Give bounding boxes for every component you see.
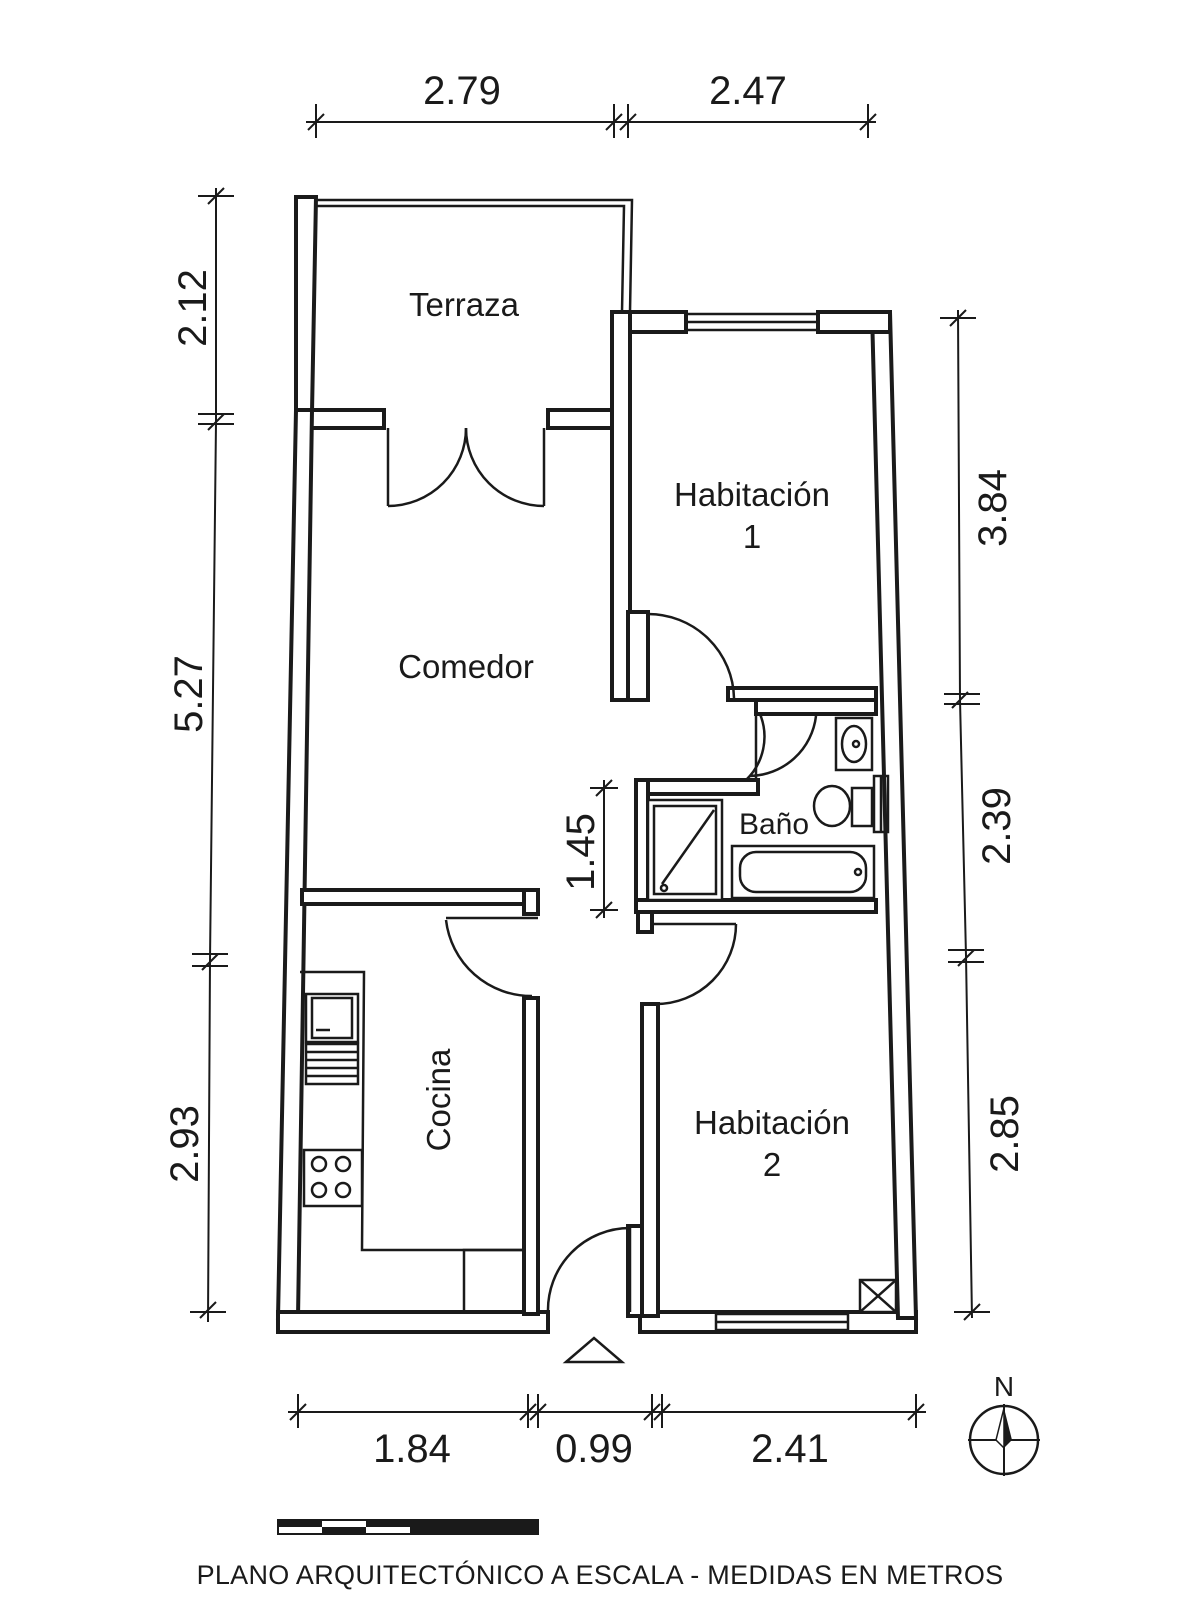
dim-left-comedor: 5.27: [167, 655, 211, 733]
dim-right-bano: 2.39: [975, 787, 1019, 865]
dim-inner-bano: 1.45: [559, 813, 603, 891]
kitchen-fixtures: [300, 970, 526, 1314]
dim-top-left: 2.79: [423, 69, 501, 113]
dim-left-terraza: 2.12: [171, 269, 215, 347]
walls: [275, 195, 919, 1334]
room-label-terraza: Terraza: [409, 286, 520, 323]
doors: [386, 427, 818, 1313]
stove-icon: [302, 1148, 364, 1208]
dim-bottom-hab2: 2.41: [751, 1427, 829, 1471]
room-label-cocina: Cocina: [420, 1048, 457, 1151]
dim-right-hab2: 2.85: [983, 1095, 1027, 1173]
room-label-habitacion-2-line1: Habitación: [694, 1104, 850, 1141]
dim-top-right: 2.47: [709, 69, 787, 113]
dim-bottom-entrada: 0.99: [555, 1427, 633, 1471]
bathtub-icon: [730, 844, 876, 900]
dim-right-hab1: 3.84: [971, 469, 1015, 547]
duct-icon: [858, 1278, 898, 1314]
dim-left-cocina: 2.93: [163, 1105, 207, 1183]
entrance-arrow-icon: [562, 1336, 626, 1364]
room-label-comedor: Comedor: [398, 648, 534, 685]
room-label-habitacion-2-line2: 2: [763, 1146, 781, 1183]
toilet-icon: [812, 784, 852, 828]
scale-bar: [277, 1519, 539, 1535]
windows: [684, 312, 890, 1332]
footer-caption: PLANO ARQUITECTÓNICO A ESCALA - MEDIDAS …: [197, 1559, 1004, 1590]
dim-bottom-cocina: 1.84: [373, 1427, 451, 1471]
room-label-habitacion-1-line1: Habitación: [674, 476, 830, 513]
room-label-bano: Baño: [739, 808, 809, 841]
compass-icon: [968, 1404, 1040, 1476]
dimension-lines: [190, 104, 990, 1428]
bathroom-fixtures: [646, 716, 876, 902]
compass-label: N: [994, 1371, 1014, 1402]
room-label-habitacion-1-line2: 1: [743, 518, 761, 555]
